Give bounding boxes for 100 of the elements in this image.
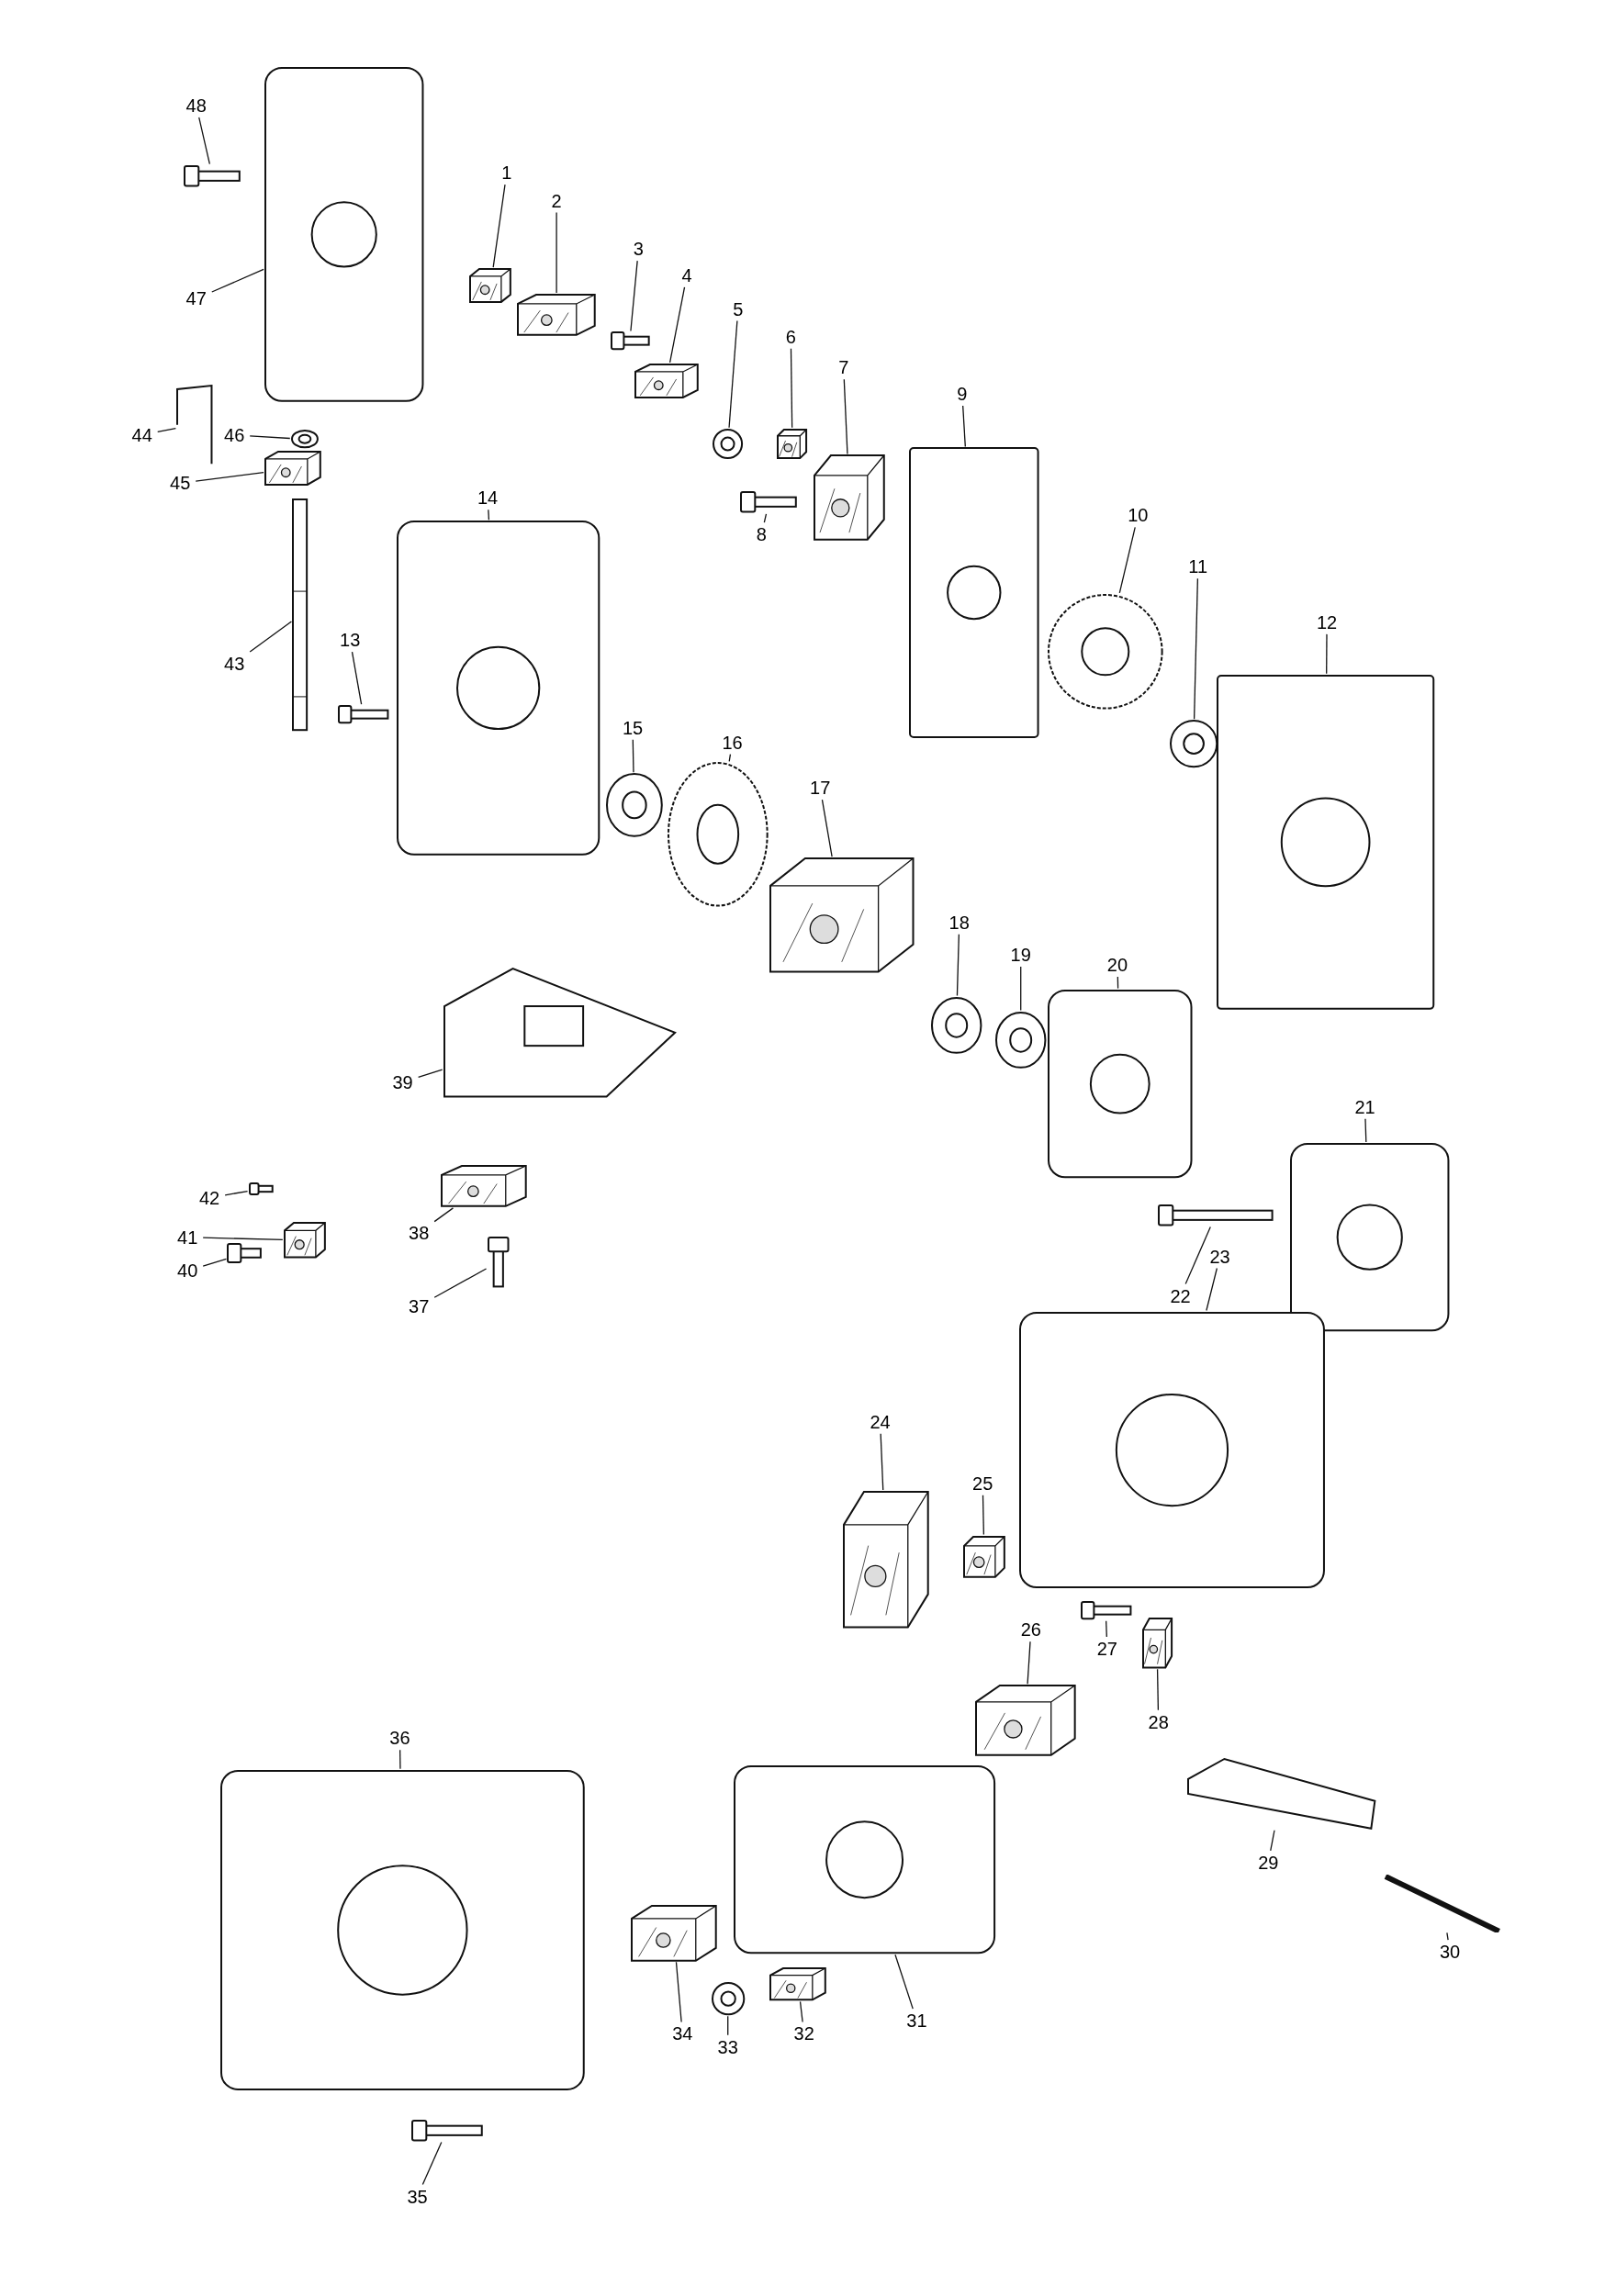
callout-number: 33: [712, 2034, 744, 2059]
callout-number: 13: [334, 628, 366, 652]
housing-drawing: [395, 520, 600, 857]
leader-line: [492, 184, 506, 268]
wire-spring-drawing: [175, 383, 214, 466]
callout-number: 12: [1311, 610, 1343, 634]
switch-drawing: [842, 1489, 930, 1630]
callout-number: 26: [1015, 1618, 1047, 1642]
callout-number: 43: [219, 651, 251, 676]
callout-number: 32: [788, 2022, 820, 2046]
rod-drawing: [291, 498, 309, 733]
callout-number: 45: [164, 471, 196, 496]
washer-drawing: [712, 427, 745, 460]
leader-line: [894, 1954, 914, 2010]
callout-number: 42: [194, 1185, 226, 1210]
leader-line: [1027, 1641, 1031, 1685]
screw-drawing: [247, 1182, 275, 1197]
plate-drawing: [629, 1903, 718, 1963]
leader-line: [668, 286, 686, 364]
screw-drawing: [739, 490, 799, 514]
screw-drawing: [226, 1242, 264, 1265]
leader-line: [630, 260, 638, 332]
callout-number: 24: [864, 1409, 896, 1434]
housing-drawing: [1047, 988, 1194, 1179]
block-drawing: [769, 1966, 828, 2002]
clamp-drawing: [1140, 1616, 1173, 1670]
leader-line: [843, 378, 848, 455]
callout-number: 28: [1142, 1709, 1174, 1734]
plate-drawing: [633, 362, 700, 399]
baffle-plate-drawing: [1215, 673, 1436, 1011]
leader-line: [249, 621, 293, 653]
leader-line: [211, 268, 264, 293]
stator-drawing: [1288, 1142, 1451, 1333]
leader-line: [1206, 1267, 1218, 1312]
leader-line: [632, 739, 634, 773]
callout-number: 46: [219, 422, 251, 447]
plate-drawing: [973, 1684, 1077, 1757]
callout-number: 39: [387, 1070, 419, 1094]
leader-line: [418, 1069, 443, 1078]
leader-line: [821, 799, 833, 857]
gear-drawing: [666, 761, 769, 908]
callout-number: 2: [541, 188, 573, 213]
screw-drawing: [486, 1236, 511, 1289]
screw-drawing: [183, 163, 242, 188]
callout-number: 38: [403, 1221, 435, 1245]
callout-number: 23: [1204, 1244, 1236, 1269]
callout-number: 20: [1102, 953, 1133, 978]
leader-line: [1446, 1932, 1449, 1941]
bushing-drawing: [282, 1221, 327, 1260]
callout-number: 22: [1164, 1283, 1196, 1308]
cord-drawing: [1384, 1874, 1501, 1933]
callout-number: 25: [967, 1471, 999, 1495]
leader-line: [224, 1190, 249, 1196]
leader-line: [1184, 1226, 1211, 1285]
leader-line: [351, 651, 363, 705]
housing-drawing: [264, 65, 425, 403]
callout-number: 48: [180, 93, 212, 118]
screw-drawing: [609, 330, 651, 352]
leader-line: [157, 427, 177, 433]
block-drawing: [516, 293, 597, 337]
leader-line: [202, 1258, 228, 1267]
leader-line: [1156, 1668, 1160, 1711]
washer-drawing: [710, 1981, 746, 2017]
handle-drawing: [219, 1768, 586, 2091]
leader-line: [880, 1433, 884, 1491]
leader-line: [956, 934, 960, 997]
screw-drawing: [410, 2118, 484, 2143]
callout-number: 18: [943, 910, 975, 935]
screw-drawing: [1079, 1600, 1132, 1621]
cam-drawing: [813, 454, 886, 543]
block-drawing: [961, 1534, 1006, 1579]
leader-line: [1270, 1830, 1275, 1852]
leader-line: [195, 471, 264, 482]
callout-number: 15: [617, 715, 649, 740]
leader-line: [198, 117, 210, 165]
leader-line: [249, 435, 291, 440]
leader-line: [1118, 526, 1136, 594]
bushing-drawing: [776, 427, 809, 460]
leader-line: [556, 211, 557, 294]
callout-number: 16: [716, 730, 748, 755]
callout-number: 27: [1091, 1636, 1123, 1661]
cord-guard-drawing: [1185, 1757, 1377, 1831]
clamp-drawing: [468, 267, 513, 304]
callout-number: 8: [746, 522, 778, 547]
leader-line: [799, 2000, 803, 2023]
callout-number: 30: [1434, 1940, 1466, 1965]
leader-line: [1117, 976, 1119, 990]
callout-number: 36: [384, 1726, 416, 1751]
leader-line: [1193, 577, 1199, 720]
leader-line: [982, 1495, 984, 1536]
leader-line: [488, 509, 490, 521]
callout-number: 44: [126, 422, 158, 447]
base-plate-drawing: [442, 966, 677, 1099]
callout-number: 31: [901, 2009, 933, 2033]
callout-number: 7: [827, 355, 859, 380]
callout-number: 19: [1005, 942, 1037, 967]
callout-number: 4: [671, 263, 703, 287]
callout-number: 35: [401, 2184, 433, 2209]
washer-drawing: [1168, 719, 1218, 769]
callout-number: 11: [1182, 554, 1214, 579]
